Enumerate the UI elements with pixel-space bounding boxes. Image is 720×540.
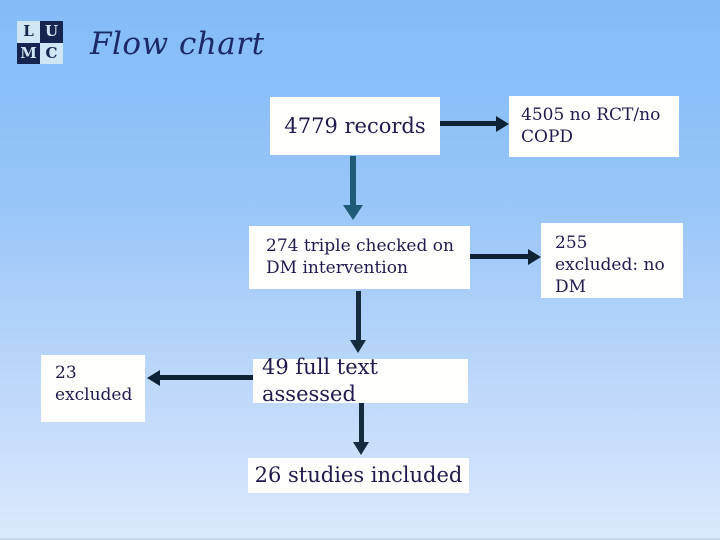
logo-cell-c: C	[40, 42, 63, 64]
logo-cell-l: L	[17, 21, 40, 43]
arrow-shaft	[355, 291, 361, 340]
arrow-full-text-to-23-excluded-icon	[147, 369, 253, 386]
arrow-shaft	[470, 254, 528, 259]
arrow-head-down-icon	[343, 205, 363, 220]
flow-box-excluded-no-dm-label: 255 excluded: no DM	[555, 233, 665, 297]
arrow-head-left-icon	[147, 369, 160, 386]
arrow-triple-checked-to-full-text-icon	[350, 291, 366, 353]
slide-title: Flow chart	[90, 26, 265, 62]
arrow-head-down-icon	[350, 340, 366, 353]
arrow-head-right-icon	[496, 115, 509, 132]
flow-box-no-rct-excluded: 4505 no RCT/no COPD	[509, 96, 679, 157]
flow-box-23-excluded-label: 23 excluded	[55, 363, 133, 405]
flow-box-records-label: 4779 records	[284, 113, 426, 138]
flow-box-triple-checked: 274 triple checked on DM intervention	[249, 226, 470, 289]
arrow-records-to-triple-checked-icon	[343, 156, 363, 220]
flow-box-full-text-assessed-label: 49 full text assessed	[262, 355, 378, 406]
logo-cell-m: M	[17, 42, 40, 64]
flow-box-studies-included: 26 studies included	[248, 458, 469, 493]
arrow-head-right-icon	[528, 248, 541, 265]
flow-box-triple-checked-label: 274 triple checked on DM intervention	[266, 235, 454, 278]
flow-box-23-excluded: 23 excluded	[41, 355, 145, 422]
arrow-shaft	[358, 403, 364, 442]
flow-box-full-text-assessed: 49 full text assessed	[253, 355, 468, 406]
flow-box-no-rct-excluded-label: 4505 no RCT/no COPD	[521, 104, 661, 147]
arrow-shaft	[350, 156, 356, 205]
arrow-triple-checked-to-excluded-no-dm-icon	[470, 248, 541, 265]
flow-box-excluded-no-dm: 255 excluded: no DM	[541, 223, 683, 298]
logo-cell-u: U	[40, 21, 63, 43]
arrow-shaft	[440, 121, 496, 126]
flow-box-records: 4779 records	[270, 97, 440, 155]
arrow-records-to-no-rct-icon	[440, 115, 509, 132]
arrow-full-text-to-included-icon	[353, 403, 369, 455]
arrow-head-down-icon	[353, 442, 369, 455]
flow-box-studies-included-label: 26 studies included	[254, 463, 463, 488]
arrow-shaft	[160, 375, 253, 380]
lumc-logo: L U M C	[17, 21, 63, 64]
